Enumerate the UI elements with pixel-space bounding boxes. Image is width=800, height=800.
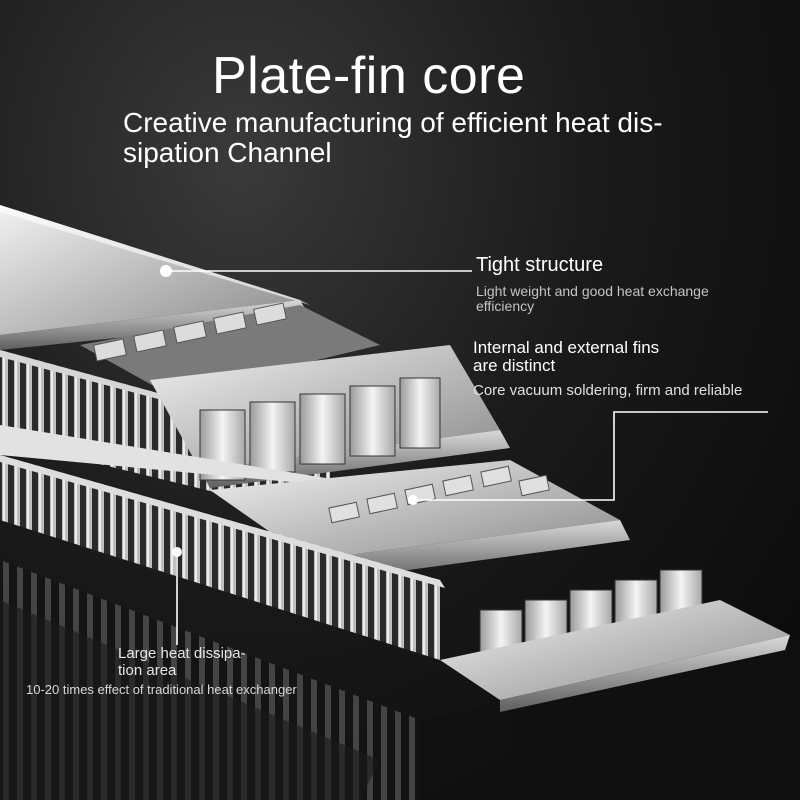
subtitle-line-2: sipation Channel — [123, 137, 332, 168]
lower-core-layers — [0, 560, 800, 800]
leader-dot-fins — [408, 495, 418, 505]
bottom-plate — [440, 600, 790, 712]
leader-dot-heat-area — [172, 547, 182, 557]
callout-tight-structure-desc-line-1: Light weight and good heat exchange — [476, 283, 709, 299]
callout-heat-area-heading-line-1: Large heat dissipa- — [118, 645, 246, 662]
lower-fin-row — [0, 455, 445, 660]
callout-heat-area-heading-line-2: tion area — [118, 662, 177, 679]
leader-dots — [160, 265, 418, 557]
callout-tight-structure-heading: Tight structure — [476, 254, 604, 276]
leader-line-fins — [413, 411, 768, 501]
lower-cross-fins — [328, 465, 550, 524]
callout-fins-desc: Core vacuum soldering, firm and reliable — [473, 382, 743, 399]
callout-heat-area-desc: 10-20 times effect of traditional heat e… — [26, 682, 297, 697]
upper-cross-fins — [80, 302, 380, 395]
leader-dot-tight-structure — [160, 265, 172, 277]
top-plate — [0, 205, 310, 350]
leader-lines — [166, 270, 768, 645]
page-title: Plate-fin core — [212, 47, 526, 105]
subtitle-line-1: Creative manufacturing of efficient heat… — [123, 107, 663, 138]
callout-fins-heading-line-1: Internal and external fins — [473, 338, 660, 357]
callout-fins-heading-line-2: are distinct — [473, 356, 556, 375]
callout-tight-structure-desc-line-2: efficiency — [476, 298, 535, 314]
